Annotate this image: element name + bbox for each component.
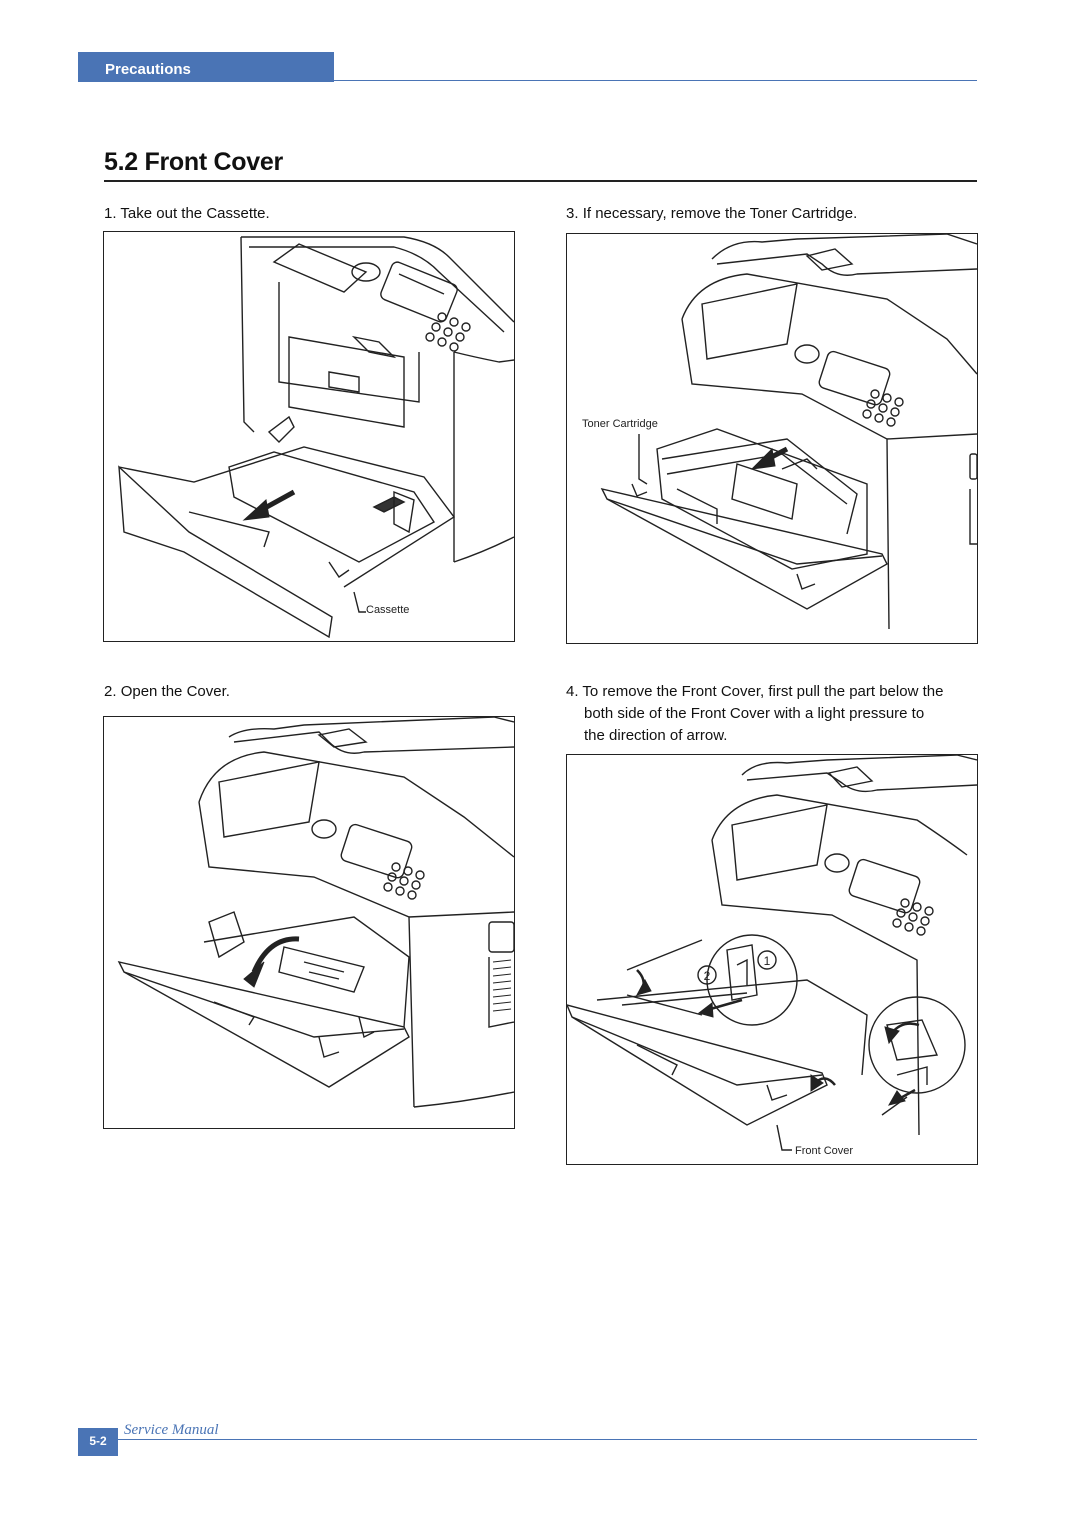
page-number-badge: 5-2 [78,1428,118,1456]
header-rule [334,80,977,81]
step-text: If necessary, remove the Toner Cartridge… [582,205,858,222]
marker-1: 1 [764,954,771,968]
printer-front-cover-illustration: 2 1 [567,755,977,1151]
figure-take-out-cassette: Cassette [103,231,515,642]
step-text: Take out the Cassette. [120,205,270,222]
title-rule [104,180,977,182]
callout-toner-cartridge: Toner Cartridge [582,418,658,430]
step-2: 2. Open the Cover. [104,681,230,703]
step-number: 2. [104,683,117,700]
step-text-line-3: the direction of arrow. [584,727,728,744]
figure-open-cover [103,716,515,1129]
footer-label: Service Manual [124,1422,219,1438]
figure-remove-front-cover: 2 1 Front Cover [566,754,978,1165]
printer-cassette-illustration [118,236,514,639]
printer-toner-illustration [600,234,977,630]
step-4: 4. To remove the Front Cover, first pull… [566,681,980,747]
step-number: 4. [566,683,579,700]
page-title: 5.2 Front Cover [104,148,283,176]
step-number: 3. [566,205,579,222]
footer-rule [118,1439,977,1440]
step-number: 1. [104,205,117,222]
printer-open-cover-illustration [117,717,514,1108]
step-text-line-1: To remove the Front Cover, first pull th… [582,683,944,700]
section-tab: Precautions [78,52,334,82]
step-text: Open the Cover. [120,683,230,700]
marker-2: 2 [704,969,711,983]
step-text-line-2: both side of the Front Cover with a ligh… [584,705,925,722]
step-3: 3. If necessary, remove the Toner Cartri… [566,203,857,225]
step-1: 1. Take out the Cassette. [104,203,270,225]
callout-front-cover: Front Cover [795,1145,854,1157]
figure-remove-toner: Toner Cartridge [566,233,978,644]
callout-cassette: Cassette [366,604,410,616]
